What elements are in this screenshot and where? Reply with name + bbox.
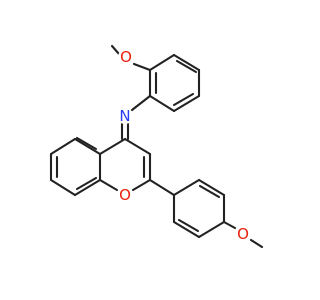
chemical-structure-diagram: O N O O <box>49 44 264 249</box>
ring-bond <box>131 178 152 192</box>
methyl-bond-bottom <box>249 238 264 249</box>
ring-bond <box>98 137 127 156</box>
ring-double-bond <box>172 92 195 107</box>
ring-bond <box>73 137 102 156</box>
aryl-nitrogen-bond <box>130 94 152 112</box>
label-mask <box>118 49 134 65</box>
ring-double-bond <box>175 59 198 74</box>
methoxy-o-bond-bottom <box>222 220 237 230</box>
ring-bond <box>98 178 119 192</box>
ring-double-bond <box>75 176 98 191</box>
imine-nitrogen: N <box>117 107 133 125</box>
ring-bond <box>172 220 201 239</box>
oxygen-label: O <box>120 48 132 66</box>
ring-bond <box>148 53 176 72</box>
methoxy-o-bond-top <box>132 62 152 72</box>
label-mask <box>117 108 133 124</box>
methoxy-oxygen-bottom: O <box>235 225 251 243</box>
bond-lines <box>49 44 264 249</box>
ring-bond <box>172 53 201 72</box>
methyl-bond-top <box>110 44 121 56</box>
ring-bond <box>49 137 77 156</box>
nitrogen-label: N <box>119 107 130 125</box>
ring-bond <box>123 137 152 156</box>
ring-bond <box>148 94 176 113</box>
ring-double-bond <box>198 184 221 199</box>
biaryl-bond <box>148 178 176 197</box>
ring-oxygen: O <box>117 186 133 204</box>
oxygen-label: O <box>119 186 131 204</box>
ring-bond <box>172 94 201 113</box>
ring-double-bond <box>75 136 98 151</box>
label-mask <box>117 187 133 203</box>
ring-bond <box>49 178 77 197</box>
ring-bond <box>197 220 226 239</box>
label-mask <box>235 226 251 242</box>
oxygen-label: O <box>237 225 249 243</box>
atom-labels: O N O O <box>117 48 251 243</box>
ring-bond <box>73 178 102 197</box>
ring-double-bond <box>177 218 200 233</box>
methoxy-oxygen-top: O <box>118 48 134 66</box>
ring-bond <box>172 178 201 197</box>
ring-bond <box>197 178 226 197</box>
